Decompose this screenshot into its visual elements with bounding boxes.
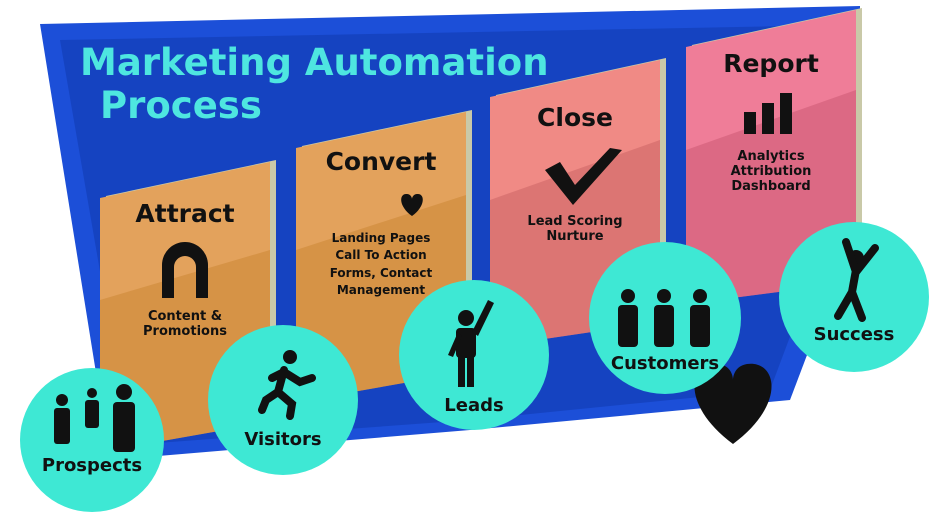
title-line-1: Marketing Automation <box>80 41 549 84</box>
running-person-icon <box>258 350 316 420</box>
stage-desc-report: Analytics Attribution Dashboard <box>686 149 856 195</box>
waving-person-icon <box>448 300 494 387</box>
stage-heading-report: Report <box>723 49 819 78</box>
cheering-person-icon <box>834 238 879 322</box>
desc-line: Management <box>336 283 426 298</box>
heart-icon-large <box>694 363 772 444</box>
stage-heading-close: Close <box>537 103 613 132</box>
circle-label-success: Success <box>813 324 895 345</box>
desc-line: Call To Action <box>335 248 427 263</box>
circle-label-prospects: Prospects <box>41 455 143 476</box>
desc-line: Lead Scoring <box>527 214 623 229</box>
desc-line: Nurture <box>546 228 604 244</box>
circle-label-customers: Customers <box>610 353 720 374</box>
desc-line: Forms, Contact <box>329 265 433 280</box>
desc-line: Content & <box>147 309 223 324</box>
three-people-icon <box>618 289 710 347</box>
checkmark-icon <box>545 148 622 205</box>
heart-icon-small <box>401 193 423 216</box>
bar-chart-icon <box>744 93 792 134</box>
desc-line: Landing Pages <box>331 231 431 245</box>
circle-label-visitors: Visitors <box>244 429 322 450</box>
stage-desc-convert: Landing Pages Call To Action Forms, Cont… <box>296 230 466 300</box>
group-icon <box>54 384 135 452</box>
page-title: Marketing Automation Process <box>80 41 549 127</box>
stage-heading-convert: Convert <box>325 147 437 176</box>
desc-line: Promotions <box>143 323 227 339</box>
magnet-icon <box>162 242 208 298</box>
desc-line: Analytics <box>737 149 805 164</box>
desc-line: Dashboard <box>731 178 811 194</box>
stage-heading-attract: Attract <box>135 199 235 228</box>
stage-desc-attract: Content & Promotions <box>100 309 270 340</box>
circle-label-leads: Leads <box>444 395 504 416</box>
desc-line: Attribution <box>730 163 812 179</box>
stage-desc-close: Lead Scoring Nurture <box>490 214 660 245</box>
title-line-2: Process <box>100 83 262 127</box>
